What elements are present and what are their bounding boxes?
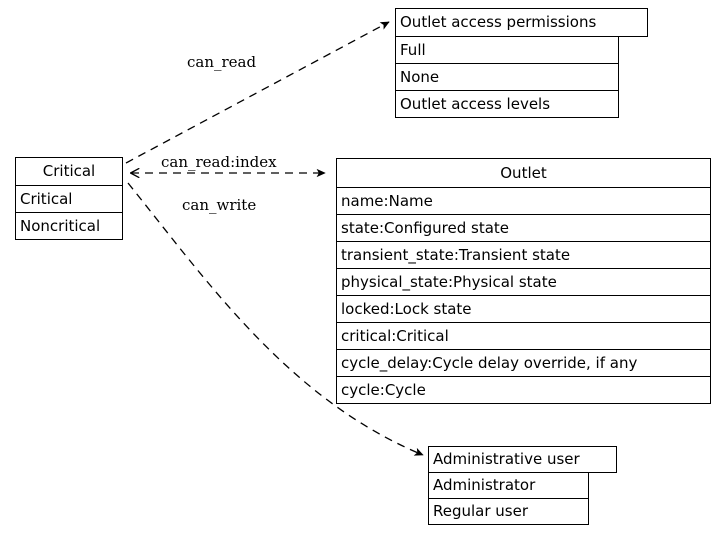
node-administrative-user[interactable]: Administrative user Administrator Regula…	[428, 446, 617, 525]
node-outlet-row-6: cycle_delay:Cycle delay override, if any	[336, 349, 711, 377]
node-critical-row-0: Critical	[15, 185, 123, 213]
node-outlet-row-3: physical_state:Physical state	[336, 268, 711, 296]
node-outlet-row-4: locked:Lock state	[336, 295, 711, 323]
node-outlet-title: Outlet	[336, 158, 711, 188]
node-outlet-access-permissions-row-2: Outlet access levels	[395, 90, 619, 118]
edge-label-can-read: can_read	[187, 53, 257, 71]
node-administrative-user-row-0: Administrator	[428, 472, 589, 499]
edge-can-read	[125, 21, 390, 164]
edge-label-can-read-index: can_read:index	[161, 153, 277, 171]
node-outlet-access-permissions-row-0: Full	[395, 36, 619, 64]
node-critical-title: Critical	[15, 157, 123, 186]
node-outlet-row-1: state:Configured state	[336, 214, 711, 242]
node-administrative-user-title: Administrative user	[428, 446, 617, 473]
node-critical-row-1: Noncritical	[15, 212, 123, 240]
node-outlet-row-5: critical:Critical	[336, 322, 711, 350]
node-critical[interactable]: Critical Critical Noncritical	[15, 157, 123, 240]
node-outlet-access-permissions[interactable]: Outlet access permissions Full None Outl…	[395, 8, 648, 118]
node-outlet-access-permissions-title: Outlet access permissions	[395, 8, 648, 37]
node-outlet-row-0: name:Name	[336, 187, 711, 215]
node-outlet-row-7: cycle:Cycle	[336, 376, 711, 404]
node-outlet[interactable]: Outlet name:Name state:Configured state …	[336, 158, 711, 404]
node-outlet-row-2: transient_state:Transient state	[336, 241, 711, 269]
node-outlet-access-permissions-row-1: None	[395, 63, 619, 91]
node-administrative-user-row-1: Regular user	[428, 498, 589, 525]
edge-label-can-write: can_write	[182, 196, 257, 214]
